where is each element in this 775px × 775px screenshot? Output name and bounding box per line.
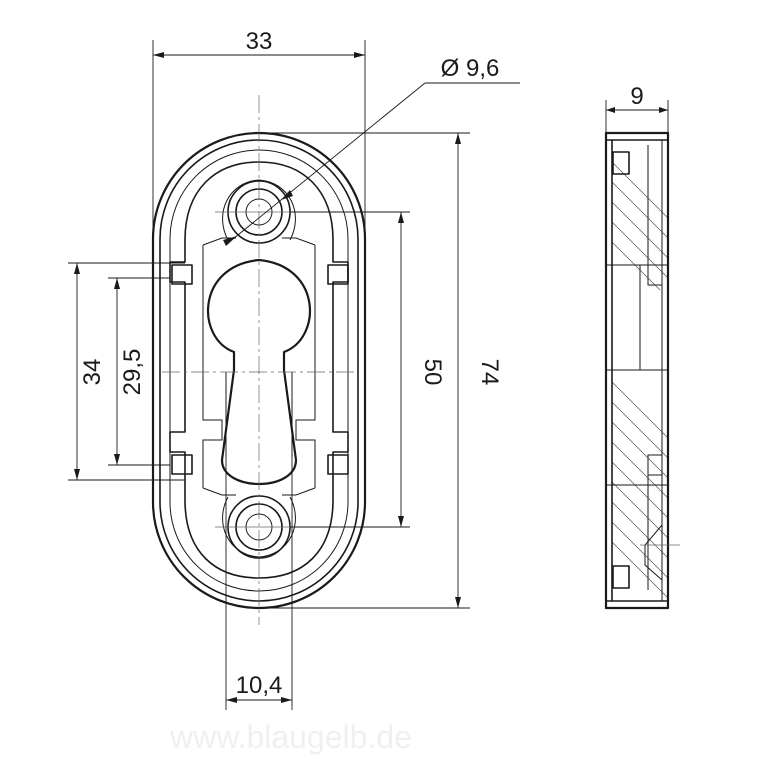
section-hatching [612,161,668,599]
dim-spacing-label: 50 [419,359,446,386]
dimension-10-4: 10,4 [225,458,293,710]
dimension-9: 9 [605,83,669,133]
dim-inner-pocket-label: 29,5 [119,349,146,396]
dimension-50: 50 [290,211,446,528]
side-block-bottom [612,565,630,589]
pocket-block-top-right [327,264,349,285]
side-view: 9 [604,83,680,610]
dimension-diameter: Ø 9,6 [223,55,520,246]
dim-outer-pocket-label: 34 [79,359,106,386]
dim-width-label: 33 [246,28,273,55]
side-block-top [612,151,630,175]
pocket-block-bottom-right [327,454,349,475]
dimension-29-5: 29,5 [108,277,170,466]
rib-frame [202,237,316,496]
pocket-block-top-left [171,264,193,285]
dimension-34: 34 [68,262,185,481]
front-view [151,95,367,625]
pocket-block-bottom-left [171,454,193,475]
dimension-33: 33 [152,28,366,245]
dim-cylinder-label: 10,4 [236,672,283,699]
cylinder-keyhole [206,258,312,486]
watermark: www.blaugelb.de [169,719,412,755]
keyhole-inner-line [225,372,293,458]
dim-height-label: 74 [476,359,503,386]
dim-diameter-label: Ø 9,6 [441,55,500,82]
inner-plate [169,161,349,579]
dim-thickness-label: 9 [630,83,643,110]
dimension-74: 74 [259,132,503,609]
